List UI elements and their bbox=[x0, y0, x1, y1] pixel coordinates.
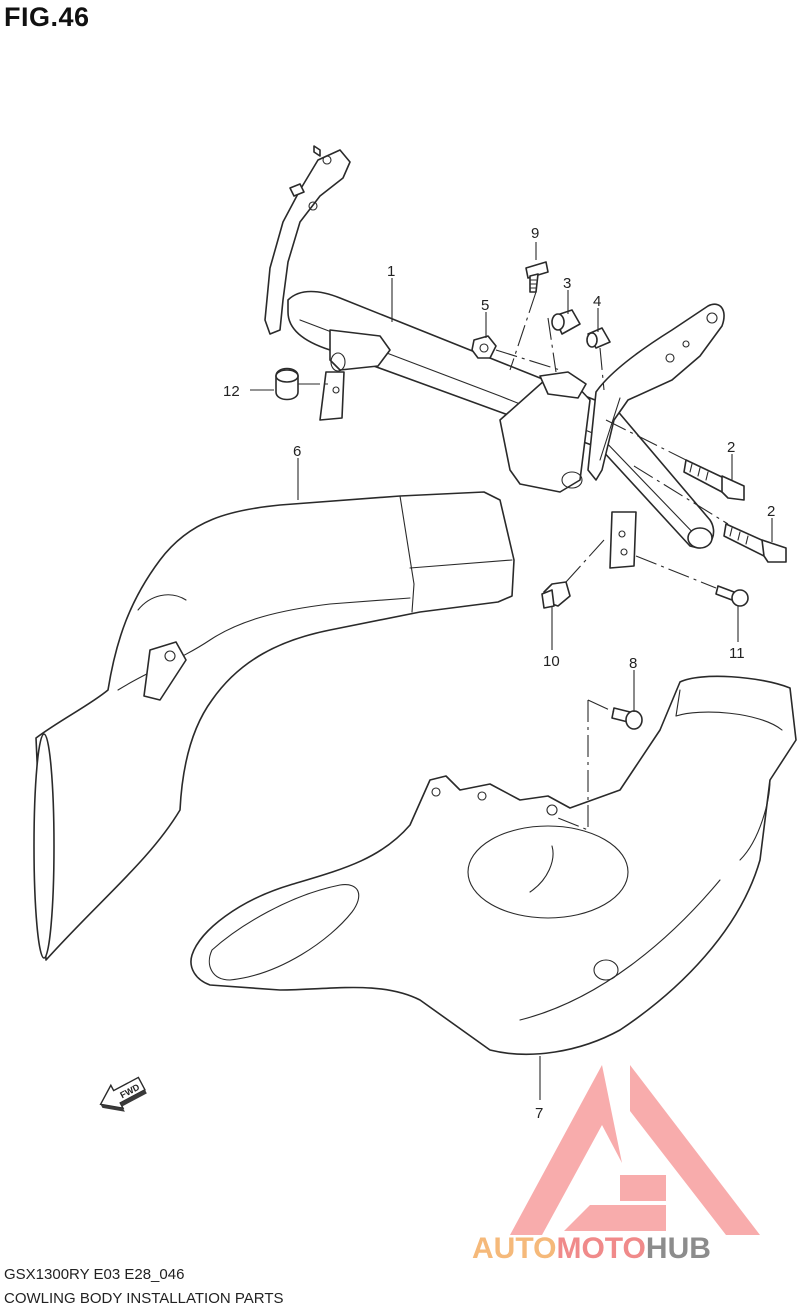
automotohub-logo-icon bbox=[510, 1065, 760, 1235]
callout-6: 6 bbox=[293, 443, 301, 460]
callout-numbers: 1 2 2 3 4 5 6 7 8 9 10 11 12 bbox=[223, 225, 775, 1122]
callout-2a: 2 bbox=[727, 439, 735, 456]
part-collar-3 bbox=[551, 309, 581, 335]
part-air-duct-left bbox=[33, 491, 515, 961]
part-bolt-2-upper bbox=[683, 459, 745, 501]
part-screw-11 bbox=[715, 585, 749, 607]
part-grommet-12 bbox=[275, 367, 299, 401]
callout-4: 4 bbox=[593, 293, 601, 310]
watermark-moto: MOTO bbox=[556, 1232, 646, 1265]
part-nut-5 bbox=[471, 335, 497, 359]
part-clip-10 bbox=[541, 581, 571, 609]
part-screw-8 bbox=[611, 707, 643, 730]
watermark-auto: AUTO bbox=[472, 1232, 557, 1265]
watermark-text: AUTOMOTOHUB bbox=[472, 1232, 711, 1266]
part-air-duct-right bbox=[190, 675, 797, 1055]
callout-2b: 2 bbox=[767, 503, 775, 520]
leader-lines bbox=[250, 242, 773, 1100]
diagram-name: COWLING BODY INSTALLATION PARTS bbox=[4, 1290, 284, 1307]
callout-10: 10 bbox=[543, 653, 560, 670]
part-bolt-9 bbox=[525, 261, 549, 293]
callout-7: 7 bbox=[535, 1105, 543, 1122]
figure-title: FIG.46 bbox=[4, 2, 90, 32]
callout-11: 11 bbox=[729, 645, 745, 662]
forward-direction-arrow: FWD bbox=[99, 1076, 147, 1112]
callout-9: 9 bbox=[531, 225, 539, 242]
callout-1: 1 bbox=[387, 263, 395, 280]
part-bolt-2-lower bbox=[723, 523, 787, 563]
part-spacer-4 bbox=[586, 327, 611, 349]
callout-12: 12 bbox=[223, 383, 240, 400]
diagram-code: GSX1300RY E03 E28_046 bbox=[4, 1266, 185, 1283]
callout-3: 3 bbox=[563, 275, 571, 292]
part-bracket-frame bbox=[264, 145, 725, 569]
callout-8: 8 bbox=[629, 655, 637, 672]
assembly-lines bbox=[298, 291, 729, 831]
watermark-hub: HUB bbox=[645, 1232, 711, 1265]
callout-5: 5 bbox=[481, 297, 489, 314]
